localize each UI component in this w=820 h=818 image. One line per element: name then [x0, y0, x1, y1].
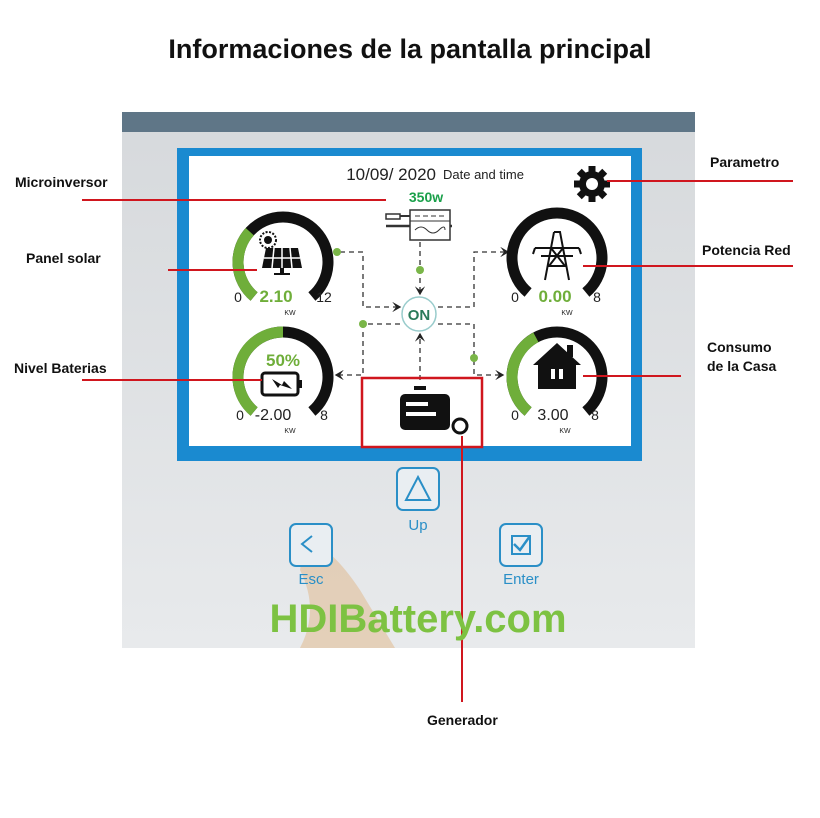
- gauge-fill: [232, 326, 284, 416]
- checkbox-icon: [511, 535, 531, 555]
- triangle-up-icon: [404, 474, 432, 501]
- power-tower-icon: [532, 231, 582, 281]
- solar-panel-icon: [259, 231, 302, 275]
- svg-text:Up: Up: [408, 517, 427, 534]
- up-button[interactable]: Up: [396, 467, 440, 534]
- label-panel-solar: Panel solar: [26, 250, 101, 266]
- label-generador: Generador: [427, 712, 498, 728]
- gauge-track: [506, 207, 608, 297]
- flow-lines: [334, 242, 510, 381]
- gauge-fill: [506, 332, 539, 416]
- label-consumo-1: Consumo: [707, 339, 772, 355]
- page-title: Informaciones de la pantalla principal: [168, 34, 652, 64]
- battery-charging-icon: [260, 371, 302, 397]
- svg-text:KW: KW: [284, 310, 296, 317]
- back-arrow-icon: [300, 535, 313, 553]
- house-value: 3.00: [537, 407, 568, 424]
- svg-text:8: 8: [320, 407, 328, 423]
- generator-icon: [400, 386, 469, 435]
- status-on-button[interactable]: ON: [401, 296, 437, 332]
- label-microinversor: Microinversor: [15, 174, 108, 190]
- solar-value: 2.10: [259, 287, 292, 306]
- device-top-bar: [122, 112, 695, 132]
- generator-highlight-box: [360, 376, 484, 449]
- svg-text:0: 0: [511, 407, 519, 423]
- date-text: 10/09/ 2020: [346, 165, 436, 184]
- house-icon: [533, 343, 581, 389]
- microinverter-icon: [385, 209, 452, 241]
- label-potencia-red: Potencia Red: [702, 242, 791, 258]
- house-gauge: [506, 326, 608, 416]
- grid-value: 0.00: [538, 287, 571, 306]
- flow-dots: [333, 248, 478, 362]
- battery-gauge: 50%: [232, 326, 334, 416]
- esc-button[interactable]: Esc: [289, 523, 333, 588]
- battery-percent: 50%: [266, 351, 300, 370]
- svg-text:ON: ON: [408, 307, 431, 324]
- grid-gauge: [506, 207, 608, 297]
- annotation-lines: [82, 180, 793, 702]
- svg-text:0: 0: [236, 407, 244, 423]
- svg-text:KW: KW: [561, 310, 573, 317]
- svg-text:Enter: Enter: [503, 571, 539, 588]
- date-label: Date and time: [443, 167, 524, 182]
- gear-icon[interactable]: [574, 166, 610, 202]
- svg-text:8: 8: [593, 289, 601, 305]
- watermark: HDIBattery.com: [269, 597, 566, 641]
- battery-value: -2.00: [255, 407, 292, 424]
- svg-text:8: 8: [591, 407, 599, 423]
- microinverter-power: 350w: [409, 189, 443, 205]
- label-nivel-baterias: Nivel Baterias: [14, 360, 107, 376]
- svg-text:0: 0: [234, 289, 242, 305]
- svg-text:KW: KW: [559, 428, 571, 435]
- solar-gauge: [232, 211, 334, 301]
- svg-text:KW: KW: [284, 428, 296, 435]
- label-consumo-2: de la Casa: [707, 358, 777, 374]
- svg-text:Esc: Esc: [298, 571, 324, 588]
- enter-button[interactable]: Enter: [499, 523, 543, 588]
- svg-text:0: 0: [511, 289, 519, 305]
- gauge-fill: [232, 227, 258, 301]
- svg-text:12: 12: [316, 289, 332, 305]
- label-parametro: Parametro: [710, 154, 780, 170]
